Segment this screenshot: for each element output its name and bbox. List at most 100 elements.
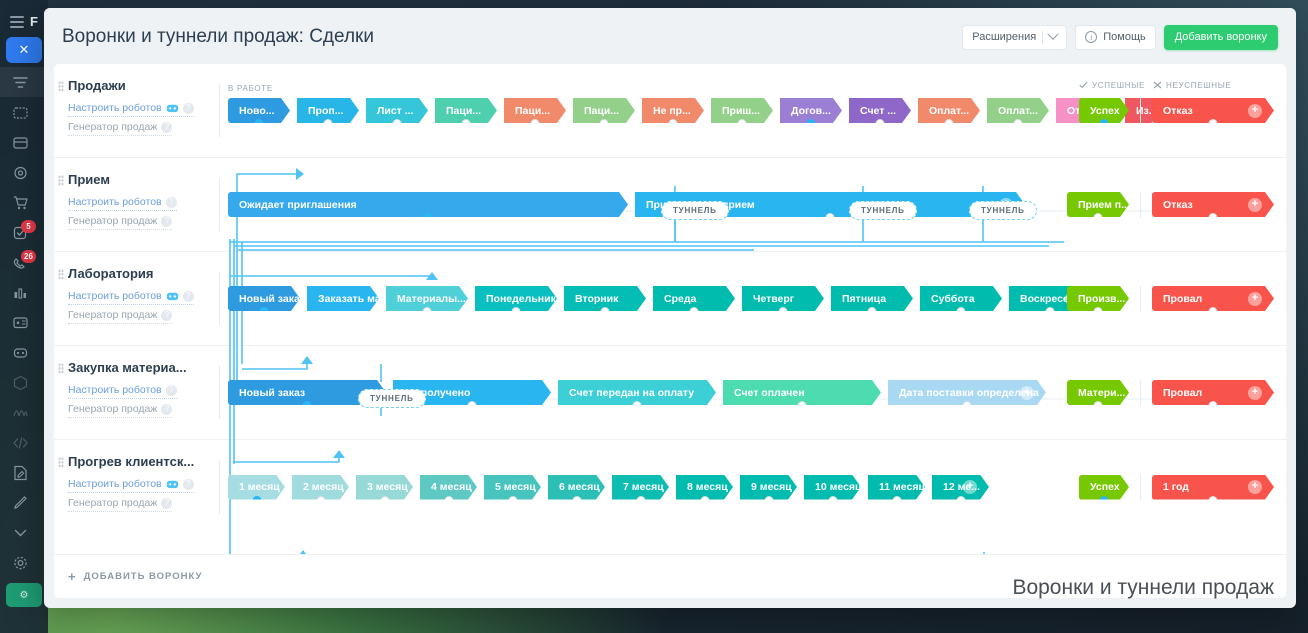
stage-8[interactable]: 9 месяц bbox=[740, 475, 797, 500]
fail-stage[interactable]: Провал+ bbox=[1152, 380, 1274, 405]
stage-connector-dot[interactable] bbox=[601, 307, 610, 311]
stage-connector-dot[interactable] bbox=[1209, 307, 1218, 311]
help-button[interactable]: i Помощь bbox=[1075, 24, 1156, 50]
sidebar-item-14[interactable]: П bbox=[0, 487, 48, 517]
sidebar-item-10[interactable]: П bbox=[0, 367, 48, 397]
stage-connector-dot[interactable] bbox=[316, 496, 325, 500]
setup-robots-link[interactable]: Настроить роботов? bbox=[68, 476, 194, 493]
stage-connector-dot[interactable] bbox=[255, 119, 264, 123]
add-stage-icon[interactable]: + bbox=[963, 480, 977, 494]
help-icon[interactable]: ? bbox=[161, 121, 173, 133]
stage-0[interactable]: Новый заказ bbox=[228, 286, 300, 311]
stage-connector-dot[interactable] bbox=[892, 496, 901, 500]
success-stage[interactable]: Прием п... bbox=[1067, 192, 1129, 217]
stage-connector-dot[interactable] bbox=[690, 307, 699, 311]
stage-connector-dot[interactable] bbox=[956, 496, 965, 500]
stage-3[interactable]: 4 месяц bbox=[420, 475, 477, 500]
help-icon[interactable]: ? bbox=[161, 497, 173, 509]
sidebar-item-15[interactable]: П bbox=[0, 517, 48, 547]
drag-handle-icon[interactable] bbox=[58, 363, 64, 374]
sidebar-item-7[interactable]: В bbox=[0, 277, 48, 307]
stage-connector-dot[interactable] bbox=[423, 307, 432, 311]
stage-connector-dot[interactable] bbox=[669, 119, 678, 123]
help-icon[interactable]: ? bbox=[182, 290, 194, 302]
stage-connector-dot[interactable] bbox=[636, 496, 645, 500]
success-stage[interactable]: Успех bbox=[1079, 98, 1129, 123]
stage-connector-dot[interactable] bbox=[807, 119, 816, 123]
stage-9[interactable]: 10 месяц bbox=[804, 475, 861, 500]
stage-connector-dot[interactable] bbox=[303, 401, 312, 405]
stage-connector-dot[interactable] bbox=[468, 401, 477, 405]
stage-connector-dot[interactable] bbox=[798, 401, 807, 405]
add-stage-icon[interactable]: + bbox=[1248, 480, 1262, 494]
stage-connector-dot[interactable] bbox=[1094, 401, 1103, 405]
stage-5[interactable]: Паци... bbox=[573, 98, 635, 123]
stage-connector-dot[interactable] bbox=[1094, 213, 1103, 217]
stage-connector-dot[interactable] bbox=[1209, 401, 1218, 405]
stage-connector-dot[interactable] bbox=[572, 496, 581, 500]
fail-stage[interactable]: Отказ+ bbox=[1152, 98, 1274, 123]
stage-2[interactable]: Счет передан на оплату bbox=[558, 380, 716, 405]
stage-1[interactable]: Заказать ма... bbox=[307, 286, 379, 311]
fail-stage[interactable]: Отказ+ bbox=[1152, 192, 1274, 217]
stage-connector-dot[interactable] bbox=[1100, 119, 1109, 123]
setup-robots-link[interactable]: Настроить роботов? bbox=[68, 100, 194, 117]
fail-stage[interactable]: 1 год+ bbox=[1152, 475, 1274, 500]
success-stage[interactable]: Успех bbox=[1079, 475, 1129, 500]
stage-connector-dot[interactable] bbox=[633, 401, 642, 405]
stage-connector-dot[interactable] bbox=[957, 307, 966, 311]
stage-connector-dot[interactable] bbox=[444, 496, 453, 500]
add-stage-icon[interactable]: + bbox=[1248, 198, 1262, 212]
stage-4[interactable]: 5 месяц bbox=[484, 475, 541, 500]
add-stage-icon[interactable]: + bbox=[1248, 386, 1262, 400]
stage-8[interactable]: Догов... bbox=[780, 98, 842, 123]
stage-6[interactable]: Четверг bbox=[742, 286, 824, 311]
help-icon[interactable]: ? bbox=[165, 196, 177, 208]
stage-7[interactable]: Пятница bbox=[831, 286, 913, 311]
sidebar-item-3[interactable]: М bbox=[0, 157, 48, 187]
stage-connector-dot[interactable] bbox=[260, 307, 269, 311]
stage-connector-dot[interactable] bbox=[1100, 496, 1109, 500]
stage-connector-dot[interactable] bbox=[945, 119, 954, 123]
drag-handle-icon[interactable] bbox=[58, 81, 64, 92]
sidebar-item-8[interactable]: С bbox=[0, 307, 48, 337]
stage-0[interactable]: 1 месяц bbox=[228, 475, 285, 500]
stage-2[interactable]: Лист ... bbox=[366, 98, 428, 123]
stage-connector-dot[interactable] bbox=[828, 496, 837, 500]
sidebar-item-16[interactable]: Н bbox=[0, 547, 48, 577]
sales-generator-link[interactable]: Генератор продаж? bbox=[68, 495, 173, 512]
stage-connector-dot[interactable] bbox=[868, 307, 877, 311]
sales-generator-link[interactable]: Генератор продаж? bbox=[68, 213, 173, 230]
stage-connector-dot[interactable] bbox=[1094, 307, 1103, 311]
stage-connector-dot[interactable] bbox=[963, 401, 972, 405]
stage-connector-dot[interactable] bbox=[531, 119, 540, 123]
stage-connector-dot[interactable] bbox=[508, 496, 517, 500]
tunnel-badge[interactable]: ТУННЕЛЬ bbox=[358, 389, 426, 408]
sales-generator-link[interactable]: Генератор продаж? bbox=[68, 307, 173, 324]
stage-7[interactable]: Приш... bbox=[711, 98, 773, 123]
stage-11[interactable]: 12 ме...+ bbox=[932, 475, 989, 500]
stage-6[interactable]: 7 месяц bbox=[612, 475, 669, 500]
stage-0[interactable]: Ново... bbox=[228, 98, 290, 123]
setup-robots-link[interactable]: Настроить роботов? bbox=[68, 382, 177, 399]
setup-robots-link[interactable]: Настроить роботов? bbox=[68, 194, 177, 211]
stage-connector-dot[interactable] bbox=[600, 119, 609, 123]
sidebar-item-0[interactable]: С bbox=[0, 67, 48, 97]
sidebar-item-5[interactable]: 5За bbox=[0, 217, 48, 247]
help-icon[interactable]: ? bbox=[182, 102, 194, 114]
sidebar-item-9[interactable]: А bbox=[0, 337, 48, 367]
stage-9[interactable]: Счет ... bbox=[849, 98, 911, 123]
sidebar-item-13[interactable]: К bbox=[0, 457, 48, 487]
stage-2[interactable]: Материалы... bbox=[386, 286, 468, 311]
sidebar-item-1[interactable]: С bbox=[0, 97, 48, 127]
stage-4[interactable]: Вторник bbox=[564, 286, 646, 311]
tunnel-badge[interactable]: ТУННЕЛЬ bbox=[969, 201, 1037, 220]
add-stage-icon[interactable]: + bbox=[1020, 386, 1034, 400]
sidebar-item-6[interactable]: 26С bbox=[0, 247, 48, 277]
help-icon[interactable]: ? bbox=[161, 309, 173, 321]
stage-connector-dot[interactable] bbox=[826, 213, 835, 217]
add-stage-icon[interactable]: + bbox=[1248, 104, 1262, 118]
stage-connector-dot[interactable] bbox=[339, 307, 348, 311]
stage-connector-dot[interactable] bbox=[738, 119, 747, 123]
stage-5[interactable]: Среда bbox=[653, 286, 735, 311]
